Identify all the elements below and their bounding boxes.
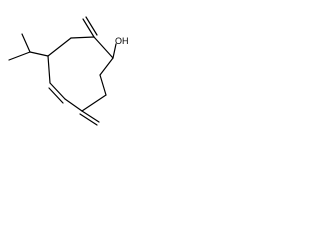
hydroxyl-label: OH — [115, 36, 129, 46]
ring-bond-c9-c10 — [70, 36, 95, 39]
methylene-top-bond-1 — [82, 18, 95, 38]
double-bonds — [48, 16, 100, 126]
ring-bond-c3-c4 — [99, 74, 107, 96]
hydroxyl-bond — [112, 43, 117, 59]
ring-bond-c2-c3 — [99, 57, 114, 76]
ring-bond-c8-c9 — [47, 37, 72, 57]
ring-bond-c5-c6 — [64, 98, 83, 112]
isopropyl-bond-methyl-up — [21, 33, 31, 53]
isopropyl-bond-methyl-left — [8, 51, 31, 61]
methylene-bottom-bond-2 — [79, 113, 98, 126]
isopropyl-group — [8, 33, 49, 61]
methylene-bottom-bond-1 — [81, 110, 100, 123]
ring-bond-c6-c7 — [49, 82, 66, 100]
molecule-structure: OH — [8, 16, 129, 126]
ring-bond-c1-c2 — [93, 36, 114, 59]
methylene-top-bond-2 — [85, 16, 98, 36]
ring-bond-c7-c8 — [47, 55, 51, 84]
ring-bond-c4-c5 — [81, 94, 107, 112]
ring-double-bond-inner — [48, 87, 64, 104]
isopropyl-bond-ring — [29, 51, 49, 57]
ring-bonds — [47, 36, 114, 112]
